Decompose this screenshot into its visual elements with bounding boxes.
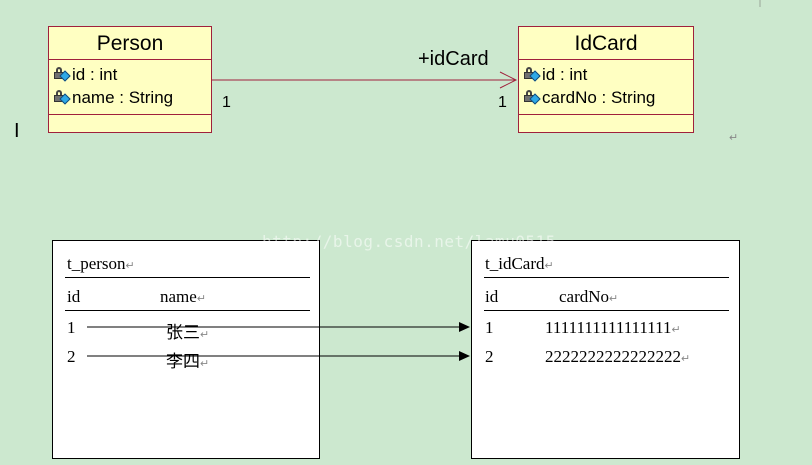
person-attribute-name: name : String xyxy=(49,86,211,109)
person-row-2-id: 2 xyxy=(67,347,76,366)
person-header-id: id xyxy=(67,287,81,306)
idcard-class-box: IdCard id : int cardNo : String xyxy=(518,26,694,133)
person-row-1-id: 1 xyxy=(67,318,76,337)
person-table-title: t_person↵ xyxy=(67,254,135,273)
text-cursor-mark: I xyxy=(14,120,20,142)
idcard-class-name: IdCard xyxy=(519,27,693,60)
person-row-2-name: 李四↵ xyxy=(166,352,210,371)
person-attributes: id : int name : String xyxy=(49,60,211,115)
divider xyxy=(484,277,729,278)
idcard-header-cardno: cardNo↵ xyxy=(559,287,619,306)
idcard-attribute-id: id : int xyxy=(519,63,693,86)
idcard-attribute-cardno: cardNo : String xyxy=(519,86,693,109)
person-attribute-id: id : int xyxy=(49,63,211,86)
person-class-name: Person xyxy=(49,27,211,60)
idcard-table-title: t_idCard↵ xyxy=(485,254,554,273)
idcard-row-1-id: 1 xyxy=(485,318,494,337)
idcard-header-id: id xyxy=(485,287,499,306)
row-1-link-arrow xyxy=(87,322,470,332)
person-class-box: Person id : int name : String xyxy=(48,26,212,133)
attribute-label: name : String xyxy=(72,88,174,107)
private-attribute-icon xyxy=(523,90,541,105)
attribute-label: id : int xyxy=(72,65,118,84)
paragraph-mark: ↵ xyxy=(729,132,739,144)
idcard-table-box: t_idCard↵ id cardNo↵ 1 1111111111111111↵… xyxy=(471,240,740,459)
private-attribute-icon xyxy=(53,90,71,105)
target-multiplicity: 1 xyxy=(498,94,507,111)
idcard-row-2-id: 2 xyxy=(485,347,494,366)
idcard-row-1-cardno: 1111111111111111↵ xyxy=(545,318,681,337)
attribute-label: id : int xyxy=(542,65,588,84)
association-role-label: +idCard xyxy=(418,48,489,70)
person-row-1-name: 张三↵ xyxy=(166,323,210,342)
person-table-box: t_person↵ id name↵ 1 张三↵ 2 李四↵ xyxy=(52,240,320,459)
divider xyxy=(65,310,310,311)
watermark: http://blog.csdn.net/lamu0515 xyxy=(262,232,556,251)
private-attribute-icon xyxy=(523,67,541,82)
attribute-label: cardNo : String xyxy=(542,88,656,107)
person-header-name: name↵ xyxy=(160,287,207,306)
idcard-row-2-cardno: 2222222222222222↵ xyxy=(545,347,691,366)
divider xyxy=(65,277,310,278)
source-multiplicity: 1 xyxy=(222,94,231,111)
association-line xyxy=(212,71,518,89)
idcard-attributes: id : int cardNo : String xyxy=(519,60,693,115)
row-2-link-arrow xyxy=(87,351,470,361)
divider xyxy=(484,310,729,311)
private-attribute-icon xyxy=(53,67,71,82)
